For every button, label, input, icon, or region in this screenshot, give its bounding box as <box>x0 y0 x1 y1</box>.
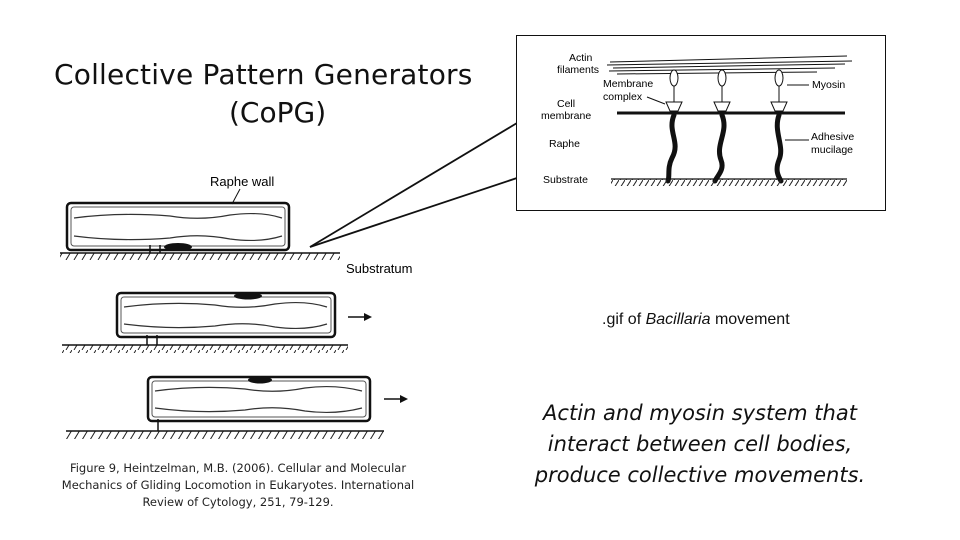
gif-placeholder-note: .gif of Bacillaria movement <box>602 311 790 328</box>
diatom-cell-1 <box>65 201 291 253</box>
substrate-hatch <box>611 179 847 186</box>
slide-title-line-1: Collective Pattern Generators <box>54 58 473 91</box>
gliding-cells-figure: Raphe wall Substratum <box>60 122 518 439</box>
callout-line-upper <box>309 122 518 248</box>
adhesive-label-line-1: Adhesive <box>811 131 854 143</box>
substratum-hatch-3 <box>66 431 384 439</box>
diatom-cell-3 <box>146 375 372 431</box>
inset-diagram-svg: Actin filaments Cell membrane Raphe Subs… <box>541 52 854 186</box>
actin-label-line-1: Actin <box>569 52 593 64</box>
slide-title-line-2: (CoPG) <box>229 96 327 129</box>
raphe-label: Raphe <box>549 138 580 150</box>
actin-filaments <box>606 55 853 75</box>
diatom-cell-2 <box>115 291 337 345</box>
cell-membrane-label-line-1: Cell <box>557 98 575 110</box>
adhesive-label-line-2: mucilage <box>811 144 853 156</box>
cell-membrane-label-line-2: membrane <box>541 110 591 122</box>
myosin-label: Myosin <box>812 79 845 91</box>
motion-arrow-3 <box>384 395 408 403</box>
myosin-units <box>669 69 784 102</box>
actin-label-line-2: filaments <box>557 64 599 76</box>
callout-line-lower <box>309 177 518 248</box>
raphe-wall-label: Raphe wall <box>210 174 274 189</box>
substratum-hatch-2 <box>62 345 348 353</box>
membrane-complexes <box>665 101 788 112</box>
inset-molecular-diagram: Actin filaments Cell membrane Raphe Subs… <box>516 35 886 211</box>
substratum-label: Substratum <box>346 261 412 276</box>
figure-citation-caption: Figure 9, Heintzelman, M.B. (2006). Cell… <box>61 461 415 509</box>
substratum-hatch-1 <box>60 253 340 260</box>
membrane-complex-label-line-1: Membrane <box>603 78 653 90</box>
membrane-complex-label-line-2: complex <box>603 91 643 103</box>
adhesive-mucilage <box>665 112 784 184</box>
substrate-label: Substrate <box>543 174 588 186</box>
motion-arrow-2 <box>348 313 372 321</box>
explanatory-note: Actin and myosin system that interact be… <box>534 401 866 487</box>
